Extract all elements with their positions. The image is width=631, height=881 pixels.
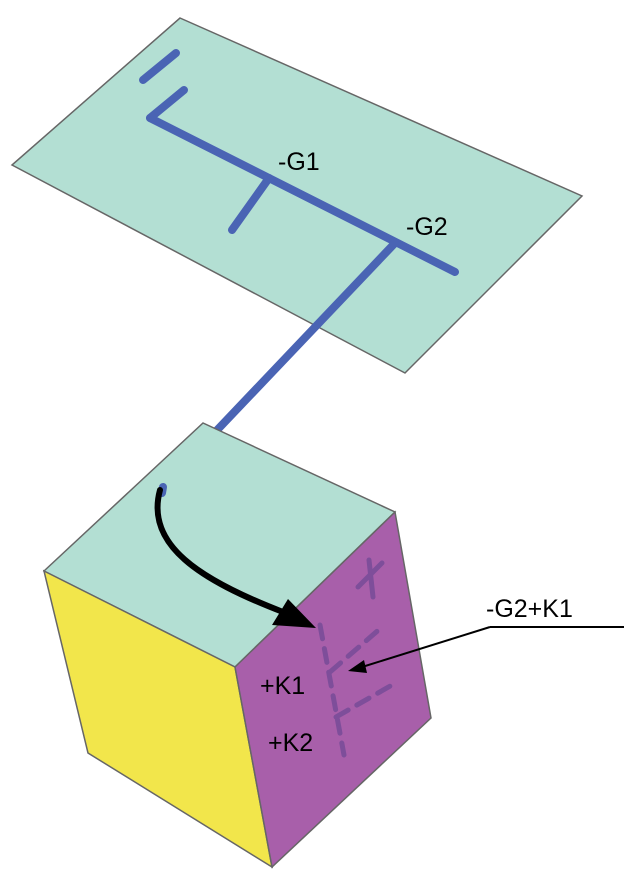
internal-lower-dashed xyxy=(333,682,395,720)
internal-upper-dashed xyxy=(327,624,385,675)
internal-vertical-dashed xyxy=(317,622,347,758)
internal-x-stroke-2 xyxy=(366,557,376,600)
arrow-head xyxy=(272,599,316,628)
location-cube xyxy=(42,422,432,869)
callout-leader xyxy=(348,626,624,673)
label-g2-k1: -G2+K1 xyxy=(486,595,573,623)
tree-stub-top xyxy=(139,49,180,84)
callout-arrowhead xyxy=(348,660,367,673)
tree-branch-left xyxy=(146,86,188,122)
label-k1: +K1 xyxy=(260,672,305,700)
cube-right-face xyxy=(234,510,432,869)
tree-branch-g1 xyxy=(228,174,273,234)
cube-internal-structure xyxy=(317,557,395,758)
tree-main-line xyxy=(146,114,459,276)
arrow-curve xyxy=(154,487,286,615)
label-k2: +K2 xyxy=(268,729,313,757)
label-g2: -G2 xyxy=(406,213,448,241)
label-g1: -G1 xyxy=(278,148,320,176)
mapping-arrow xyxy=(154,487,316,628)
callout-pointer xyxy=(361,626,491,668)
